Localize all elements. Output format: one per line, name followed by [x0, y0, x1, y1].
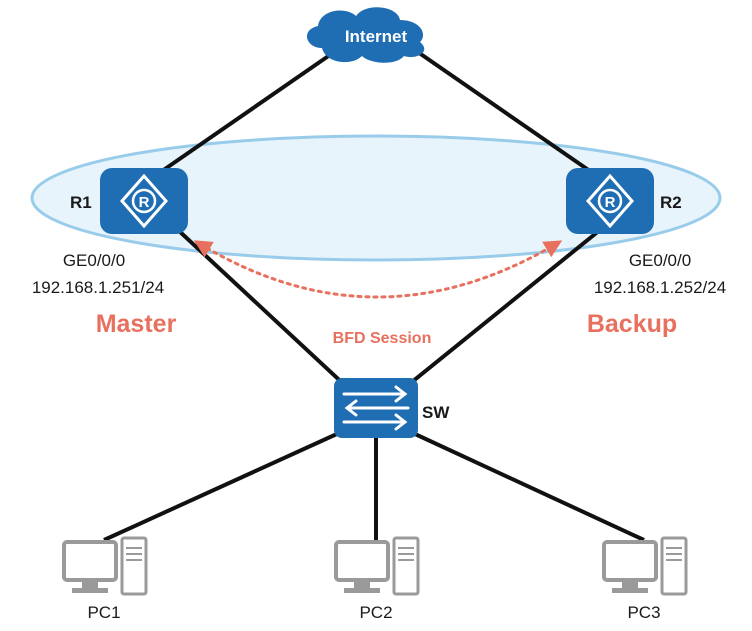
pc3-icon: [602, 536, 688, 596]
pc1-label: PC1: [87, 603, 120, 622]
r1-ip: 192.168.1.251/24: [32, 278, 164, 297]
link-internet-r2: [410, 46, 602, 180]
r2-name: R2: [660, 193, 682, 212]
r1-router-icon: R: [100, 168, 188, 234]
r2-ip: 192.168.1.252/24: [594, 278, 726, 297]
pc1-icon: [62, 536, 148, 596]
pc3-label: PC3: [627, 603, 660, 622]
bfd-session-link: [193, 240, 563, 299]
svg-text:R: R: [139, 194, 150, 211]
r2-router-icon: R: [566, 168, 654, 234]
r1-name: R1: [70, 193, 92, 212]
r1-interface: GE0/0/0: [63, 251, 125, 270]
pc2-icon: [334, 536, 420, 596]
switch-label: SW: [422, 403, 450, 422]
link-sw-pc1: [103, 426, 351, 542]
r1-role: Master: [96, 310, 177, 338]
pc2-label: PC2: [359, 603, 392, 622]
bfd-session-label: BFD Session: [333, 330, 432, 347]
links: [103, 46, 645, 542]
link-sw-pc3: [401, 426, 645, 542]
internet-cloud-icon: Internet: [306, 7, 425, 63]
r2-role: Backup: [587, 310, 677, 338]
link-internet-r1: [150, 46, 342, 180]
cloud-label: Internet: [345, 27, 408, 46]
r2-interface: GE0/0/0: [629, 251, 691, 270]
switch-icon: [334, 378, 418, 438]
vrrp-group-ring: [30, 134, 722, 262]
svg-text:R: R: [605, 194, 616, 211]
link-r2-sw: [400, 228, 602, 392]
